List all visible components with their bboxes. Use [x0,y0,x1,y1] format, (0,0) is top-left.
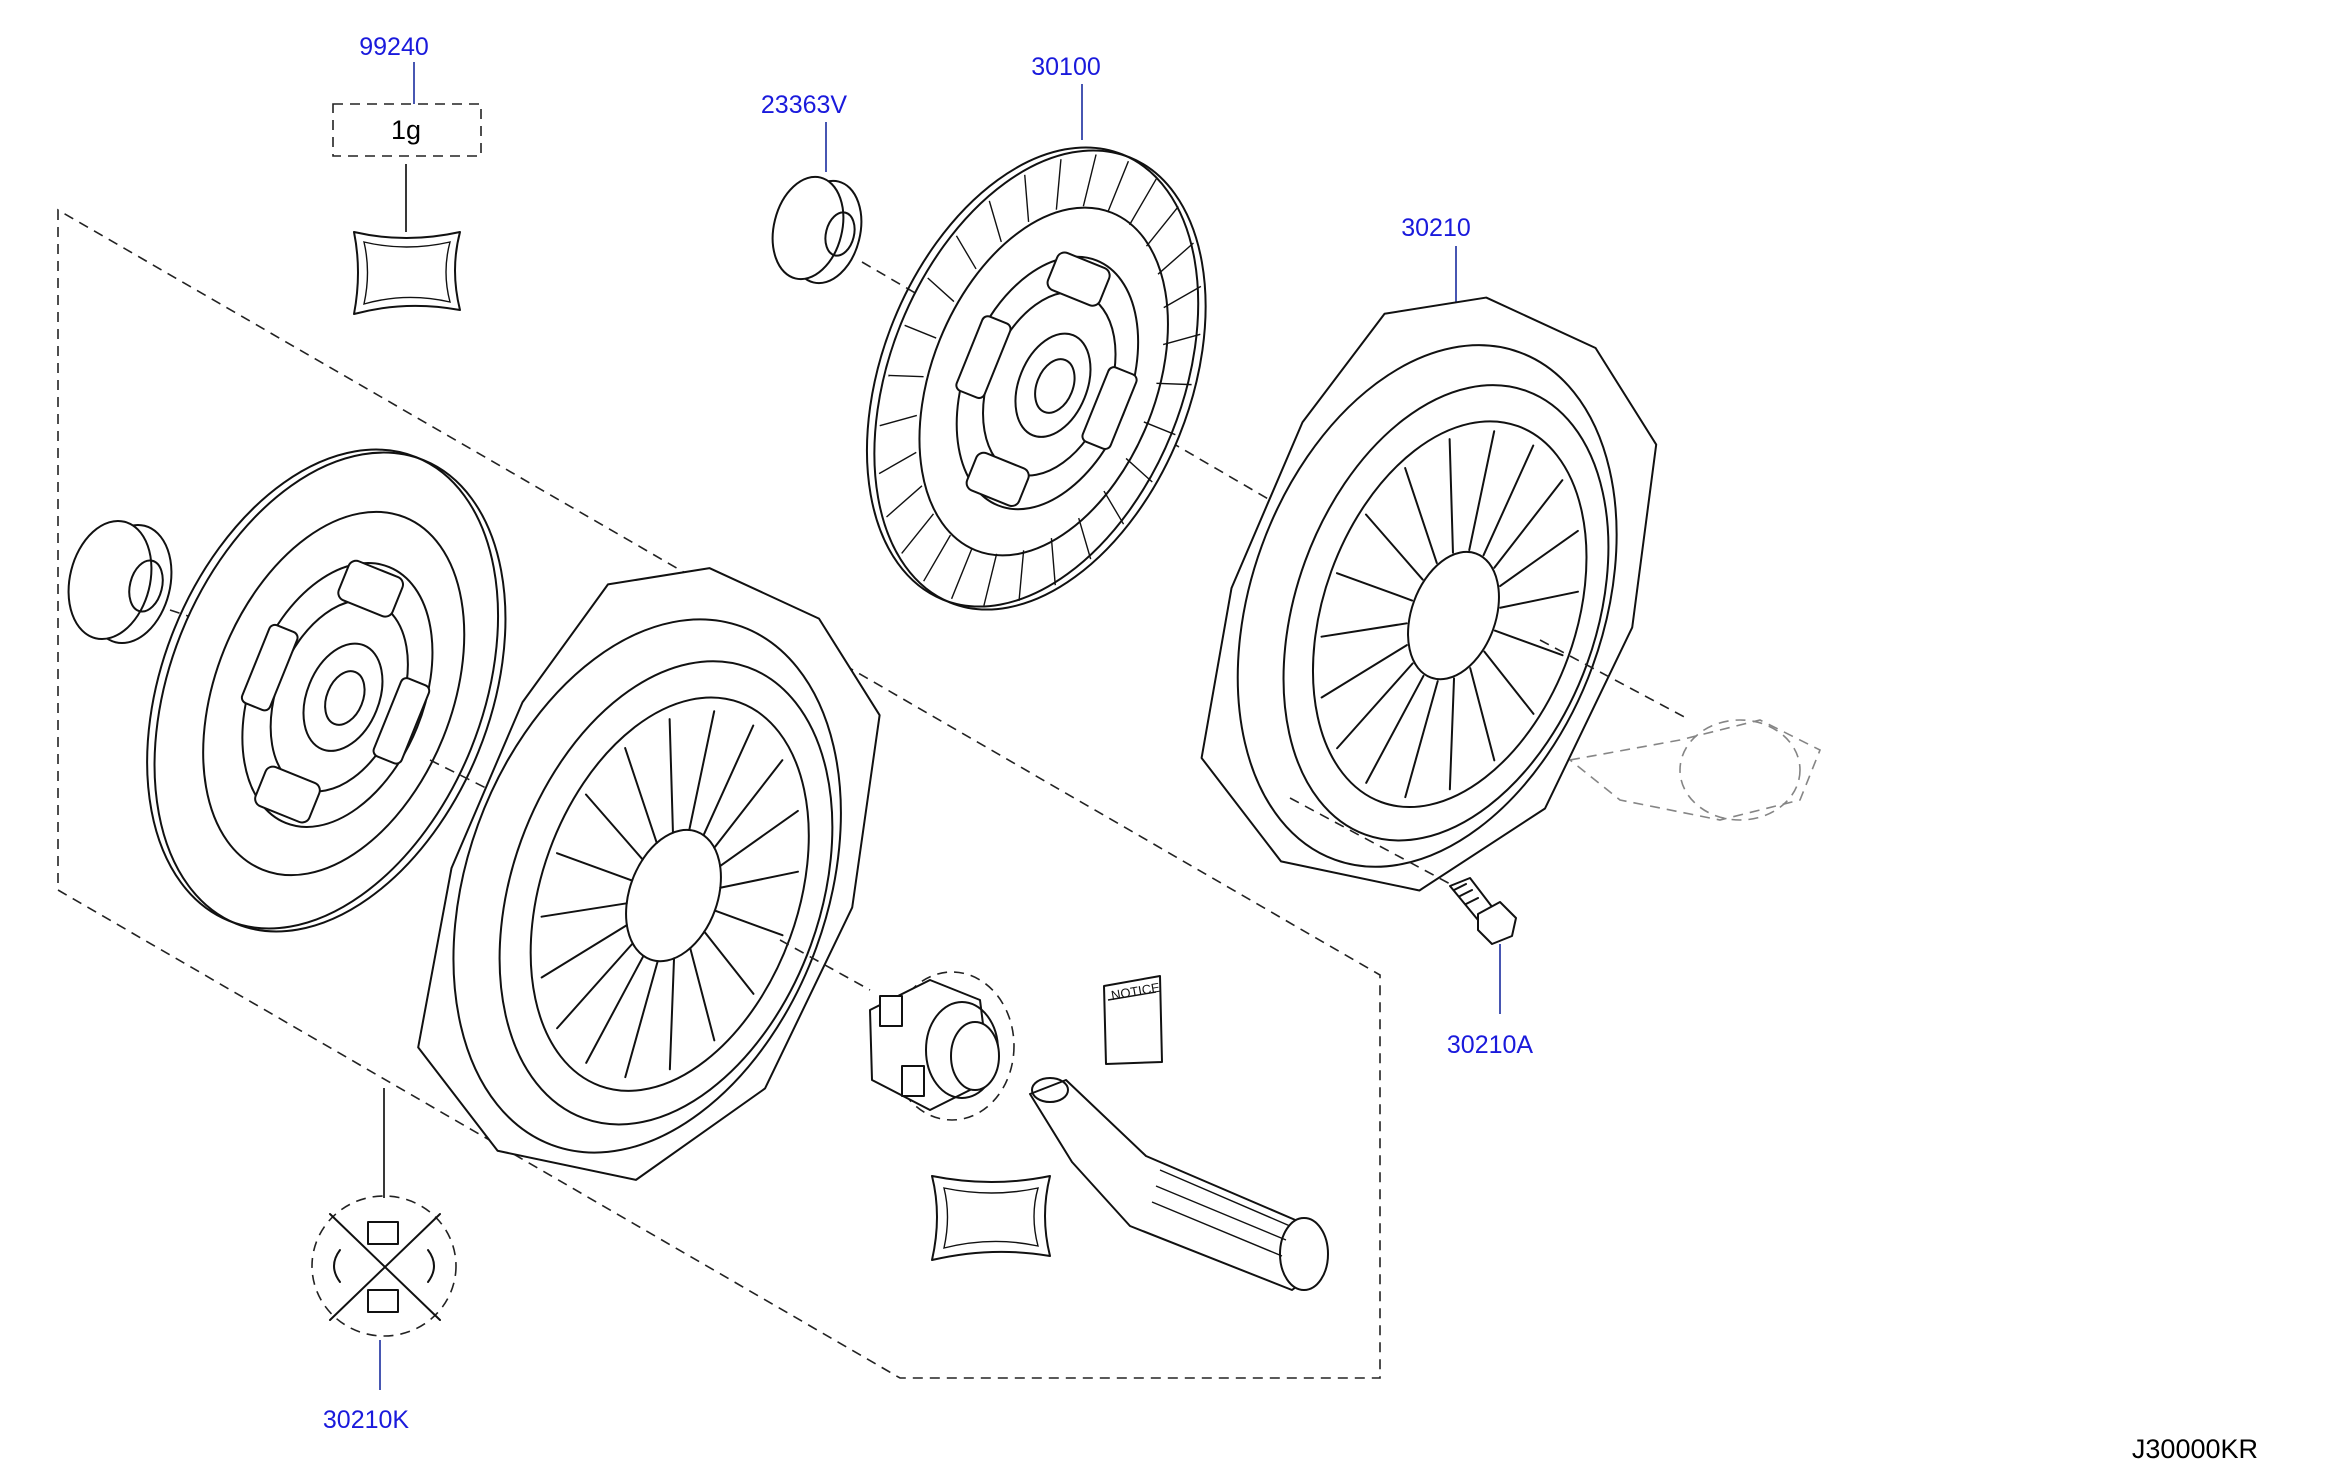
clutch-cover-top-icon [1200,296,1658,892]
release-bearing-faint-icon [1568,719,1822,821]
label-30210A[interactable]: 30210A [1447,1031,1534,1059]
pilot-bushing-kit-icon [67,519,173,645]
notice-booklet-icon: NOTICE [1103,975,1163,1065]
label-99240[interactable]: 99240 [359,33,429,61]
alignment-tool-icon [1029,1077,1329,1291]
pilot-bushing-top-icon [771,175,863,285]
cover-bolt-icon [1449,877,1517,945]
grease-packet-icon [353,231,461,315]
clutch-cover-kit-icon [417,567,881,1181]
label-30210[interactable]: 30210 [1401,214,1471,242]
repair-kit-icon [311,1195,457,1337]
label-30100[interactable]: 30100 [1031,53,1101,81]
diagram-code: J30000KR [2132,1434,2258,1464]
grease-packet-kit-icon [931,1175,1051,1261]
release-bearing-icon [869,971,1015,1121]
grease-qty-label: 1g [391,115,421,145]
label-23363V[interactable]: 23363V [761,91,848,119]
kit-outline [57,208,1381,1379]
clutch-disc-kit-icon [146,448,507,933]
grease-qty-box [332,103,482,157]
label-30210K[interactable]: 30210K [323,1406,410,1434]
clutch-disc-top-icon [865,146,1207,611]
